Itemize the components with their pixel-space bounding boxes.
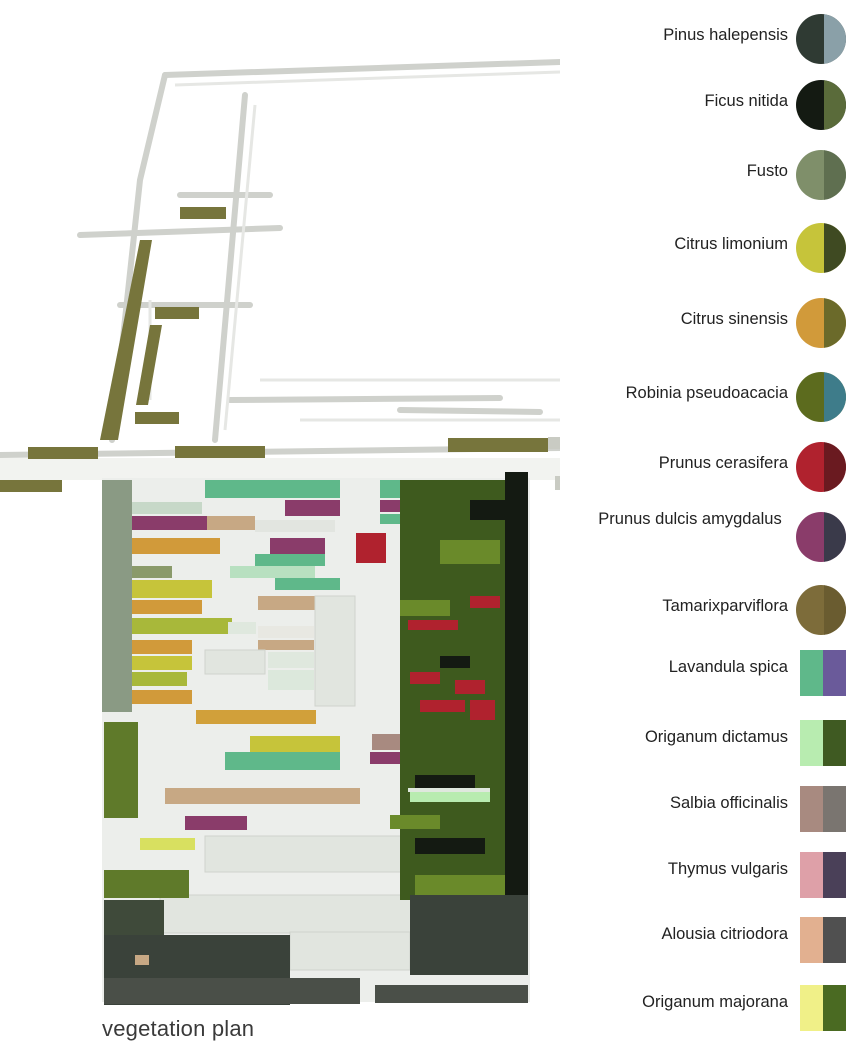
path-network-light [148, 70, 560, 431]
legend-label: Lavandula spica [668, 658, 788, 676]
legend-label: Tamarixparviflora [662, 597, 788, 615]
legend-swatch [800, 985, 846, 1031]
legend-label: Salbia officinalis [669, 794, 788, 812]
plan-caption: vegetation plan [102, 1016, 255, 1041]
legend-item: Prunus cerasifera [520, 438, 848, 498]
legend-item: Thymus vulgaris [520, 846, 848, 906]
legend-item: Citrus sinensis [520, 294, 848, 354]
legend-item: Citrus limonium [520, 219, 848, 279]
legend-label: Robinia pseudoacacia [625, 384, 788, 402]
legend-item: Pinus halepensis [520, 10, 848, 70]
legend-item: Alousia citriodora [520, 911, 848, 971]
legend-swatch [796, 442, 846, 492]
upper-grey-strips [548, 437, 560, 490]
legend-label: Origanum dictamus [644, 728, 788, 746]
legend-label: Origanum majorana [642, 993, 788, 1011]
legend-swatch [796, 512, 846, 562]
legend-swatch [796, 14, 846, 64]
right-dense-column [390, 472, 528, 902]
legend-item: Tamarixparviflora [520, 581, 848, 641]
legend-item: Robinia pseudoacacia [520, 368, 848, 428]
legend-swatch [796, 372, 846, 422]
legend-item: Origanum dictamus [520, 714, 848, 774]
path-network [0, 59, 560, 458]
pale-rooms [159, 595, 421, 971]
upper-tree-rows [0, 207, 548, 492]
legend-swatch [796, 80, 846, 130]
legend-swatch [800, 786, 846, 832]
legend-swatch [800, 852, 846, 898]
legend-label: Fusto [746, 162, 788, 180]
legend-swatch [796, 223, 846, 273]
legend-label: Alousia citriodora [661, 925, 788, 943]
legend-item: Fusto [520, 146, 848, 206]
room-accents [228, 622, 490, 792]
legend-label: Thymus vulgaris [667, 860, 788, 878]
vegetation-plan-drawing [0, 59, 560, 1005]
road [0, 458, 560, 480]
legend-label: Prunus cerasifera [658, 454, 788, 472]
legend-swatch [800, 917, 846, 963]
legend-label: Citrus limonium [674, 235, 788, 253]
legend-label: Prunus dulcis amygdalus [598, 510, 782, 528]
legend-item: Origanum majorana [520, 979, 848, 1039]
legend-swatch [800, 650, 846, 696]
legend-item: Prunus dulcis amygdalus [520, 508, 848, 568]
legend-item: Lavandula spica [520, 644, 848, 704]
left-hedge-column [102, 480, 138, 818]
legend-label: Pinus halepensis [663, 26, 788, 44]
legend-swatch [796, 298, 846, 348]
legend-swatch [800, 720, 846, 766]
lower-dark-area [104, 870, 528, 1005]
legend-label: Ficus nitida [704, 92, 788, 110]
legend-swatch [796, 585, 846, 635]
legend-label: Citrus sinensis [680, 310, 788, 328]
planting-beds [132, 480, 457, 850]
legend-item: Salbia officinalis [520, 780, 848, 840]
legend-swatch [796, 150, 846, 200]
legend-item: Ficus nitida [520, 76, 848, 136]
